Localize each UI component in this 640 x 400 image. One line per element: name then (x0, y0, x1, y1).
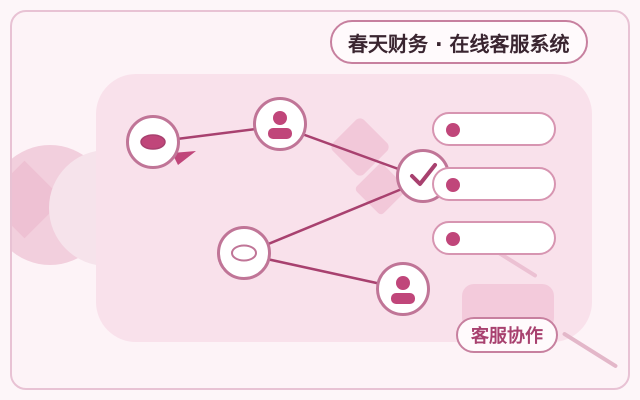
checkmark-icon (410, 163, 437, 186)
page-title-text: 春天财务 · 在线客服系统 (348, 31, 570, 56)
bullet-dot-icon (446, 232, 460, 246)
user-icon (391, 276, 415, 304)
chat-bubble-outline-icon (231, 244, 257, 262)
page-title: 春天财务 · 在线客服系统 (330, 20, 588, 64)
bullet-dot-icon (446, 178, 460, 192)
user-icon (268, 111, 292, 139)
bullet-dot-icon (446, 123, 460, 137)
chat-bubble-node-outline[interactable] (217, 226, 271, 280)
connector-line (243, 177, 427, 256)
app-frame: 春天财务 · 在线客服系统 客服协作 (10, 10, 630, 390)
bubble-tail (172, 151, 196, 165)
list-item-1[interactable] (432, 112, 556, 146)
agent-node-bottom[interactable] (376, 262, 430, 316)
chat-bubble-icon (140, 134, 166, 150)
collab-button[interactable]: 客服协作 (456, 317, 558, 353)
collab-button-label: 客服协作 (471, 326, 543, 347)
list-item-2[interactable] (432, 167, 556, 201)
chat-bubble-node[interactable] (126, 115, 180, 169)
agent-node-top[interactable] (253, 97, 307, 151)
list-item-3[interactable] (432, 221, 556, 255)
